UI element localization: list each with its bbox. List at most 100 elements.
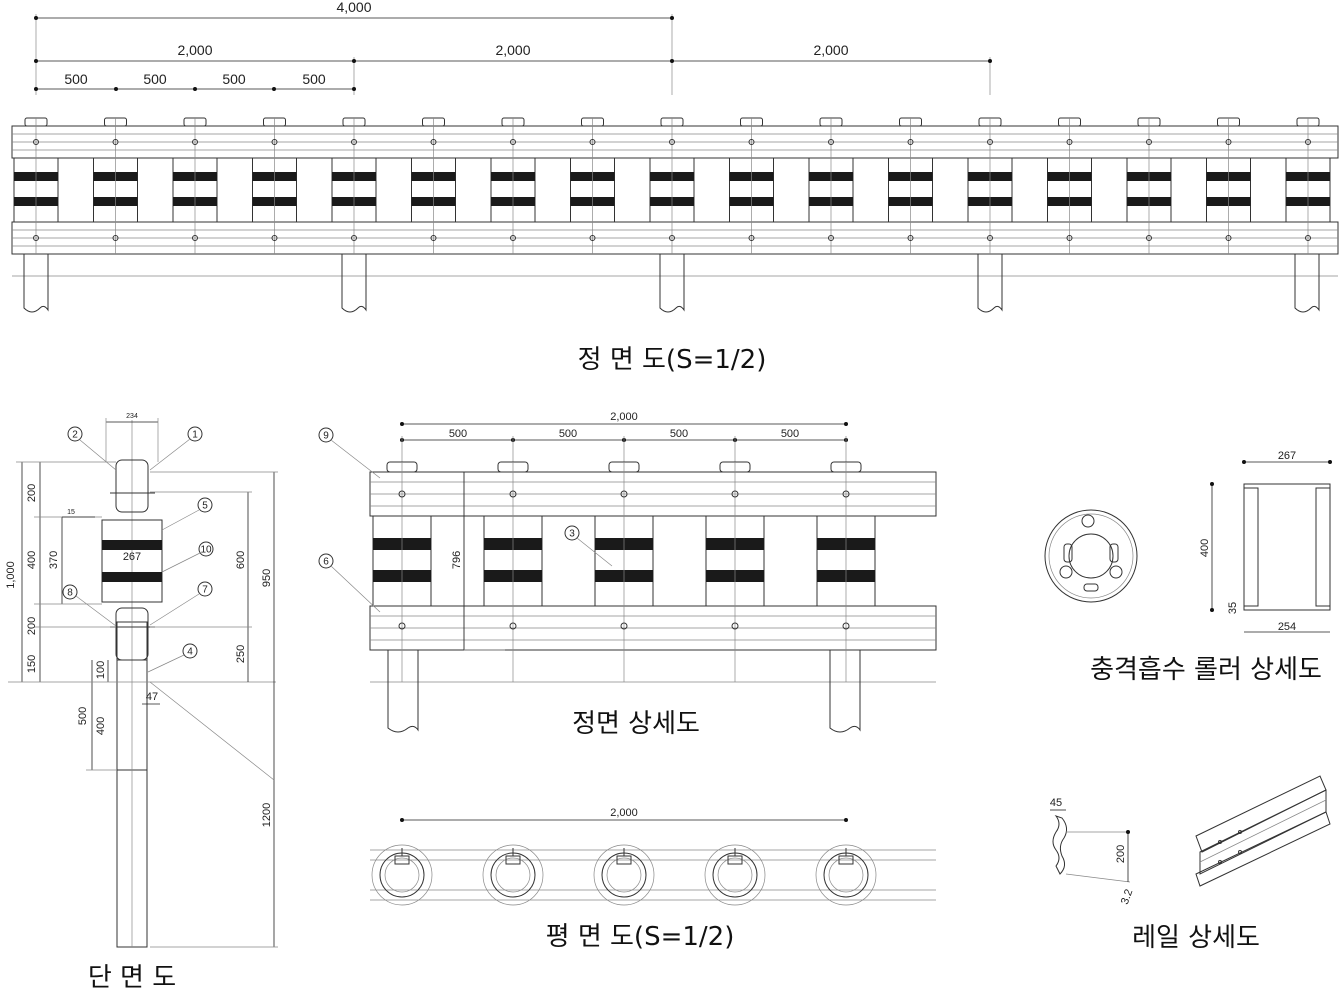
callout-circle [62,584,78,600]
roller-side [1243,483,1331,611]
post [1294,254,1320,313]
leader [79,439,117,471]
callout-circle [198,541,214,557]
bolt [987,235,993,241]
front-roller [729,117,774,254]
fd-roller [372,461,432,682]
fd-posts [387,650,861,733]
callout-3: 3 [564,525,580,541]
post [23,254,49,313]
bolt [748,235,755,241]
dim-500-b: 500 [143,71,167,87]
dim-15: 15 [67,509,75,516]
roller-inner [606,857,642,893]
front-roller [570,117,615,254]
rail-profile [1052,815,1068,875]
dim-2000-b: 2,000 [495,42,530,58]
rail-3d-upper [1195,775,1327,853]
leader [149,438,191,471]
leader [149,593,200,626]
roller-body [823,852,869,898]
callout-circle [318,553,334,569]
post [977,254,1003,313]
plan-rollers [371,844,877,906]
front-roller [1126,117,1172,254]
callout-circle [197,581,213,597]
roller-body [490,852,536,898]
bolt [589,139,596,145]
plan-view: 2,000 평 면 도(S=1/2) [370,807,936,952]
title-roller-detail: 충격흡수 롤러 상세도 [1090,655,1322,685]
bolt [271,235,278,241]
front-view: 4,000 2,000 2,000 2,000 500 500 500 500 … [11,0,1339,375]
dim-200-bot: 200 [26,617,38,635]
dim-267: 267 [123,551,141,563]
front-roller [490,117,536,254]
dim-250: 250 [235,645,247,663]
front-lower-rail [11,221,1339,277]
front-roller [888,117,933,254]
roller-outer [482,844,544,906]
bolt [1225,235,1232,241]
roller-outer [704,844,766,906]
roller-outer [593,844,655,906]
callout-label: 7 [202,585,208,596]
front-roller [967,117,1013,254]
rail-3d-lower [1195,811,1331,887]
bolt [398,622,406,630]
roller-outer [371,844,433,906]
dim-200-top: 200 [26,484,38,502]
roller-inner [495,857,531,893]
dim-950: 950 [261,569,273,587]
bolt [620,490,628,498]
front-roller [1285,117,1331,254]
post [341,254,367,313]
front-roller [13,117,59,254]
callout-8: 8 [62,584,78,600]
front-roller [649,117,695,254]
fd-dim-500-a: 500 [449,428,467,440]
roller-detail: 267 400 254 35 충격흡수 롤러 상세도 [1044,450,1332,685]
bolt [828,235,834,241]
front-roller [172,117,218,254]
front-roller [331,117,377,254]
leader [330,439,381,479]
bolt [398,490,406,498]
fd-rollers [372,461,876,682]
callout-9: 9 [318,427,334,443]
bolt [828,139,834,145]
dim-dot [400,422,404,426]
dim-400-sec: 400 [95,717,107,735]
fd-roller [594,461,654,682]
bolt [1066,235,1073,241]
dim-47: 47 [146,691,158,703]
fd-dim-500-d: 500 [781,428,799,440]
dim-4000: 4,000 [336,0,371,15]
title-section-view: 단 면 도 [88,963,176,993]
bolt [1305,235,1311,241]
roller-body [379,852,425,898]
roller-dim-267: 267 [1278,450,1296,462]
bolt [1066,139,1073,145]
title-rail-detail: 레일 상세도 [1132,923,1260,953]
callout-label: 8 [67,588,73,599]
callout-label: 9 [323,431,329,442]
roller-inner [717,857,753,893]
bolt [748,139,755,145]
dim-150: 150 [26,655,38,673]
plan-roller [815,844,877,906]
callout-circle [564,525,580,541]
title-front-detail: 정면 상세도 [572,709,700,739]
fd-dim-500-c: 500 [670,428,688,440]
bolt [112,139,119,145]
bolt [510,139,516,145]
front-roller [1206,117,1251,254]
front-roller [411,117,456,254]
callout-circle [182,643,198,659]
roller-inner [384,857,420,893]
callout-1: 1 [187,426,203,442]
callout-label: 2 [72,430,78,441]
callout-label: 1 [192,430,198,441]
fd-roller [816,461,876,682]
